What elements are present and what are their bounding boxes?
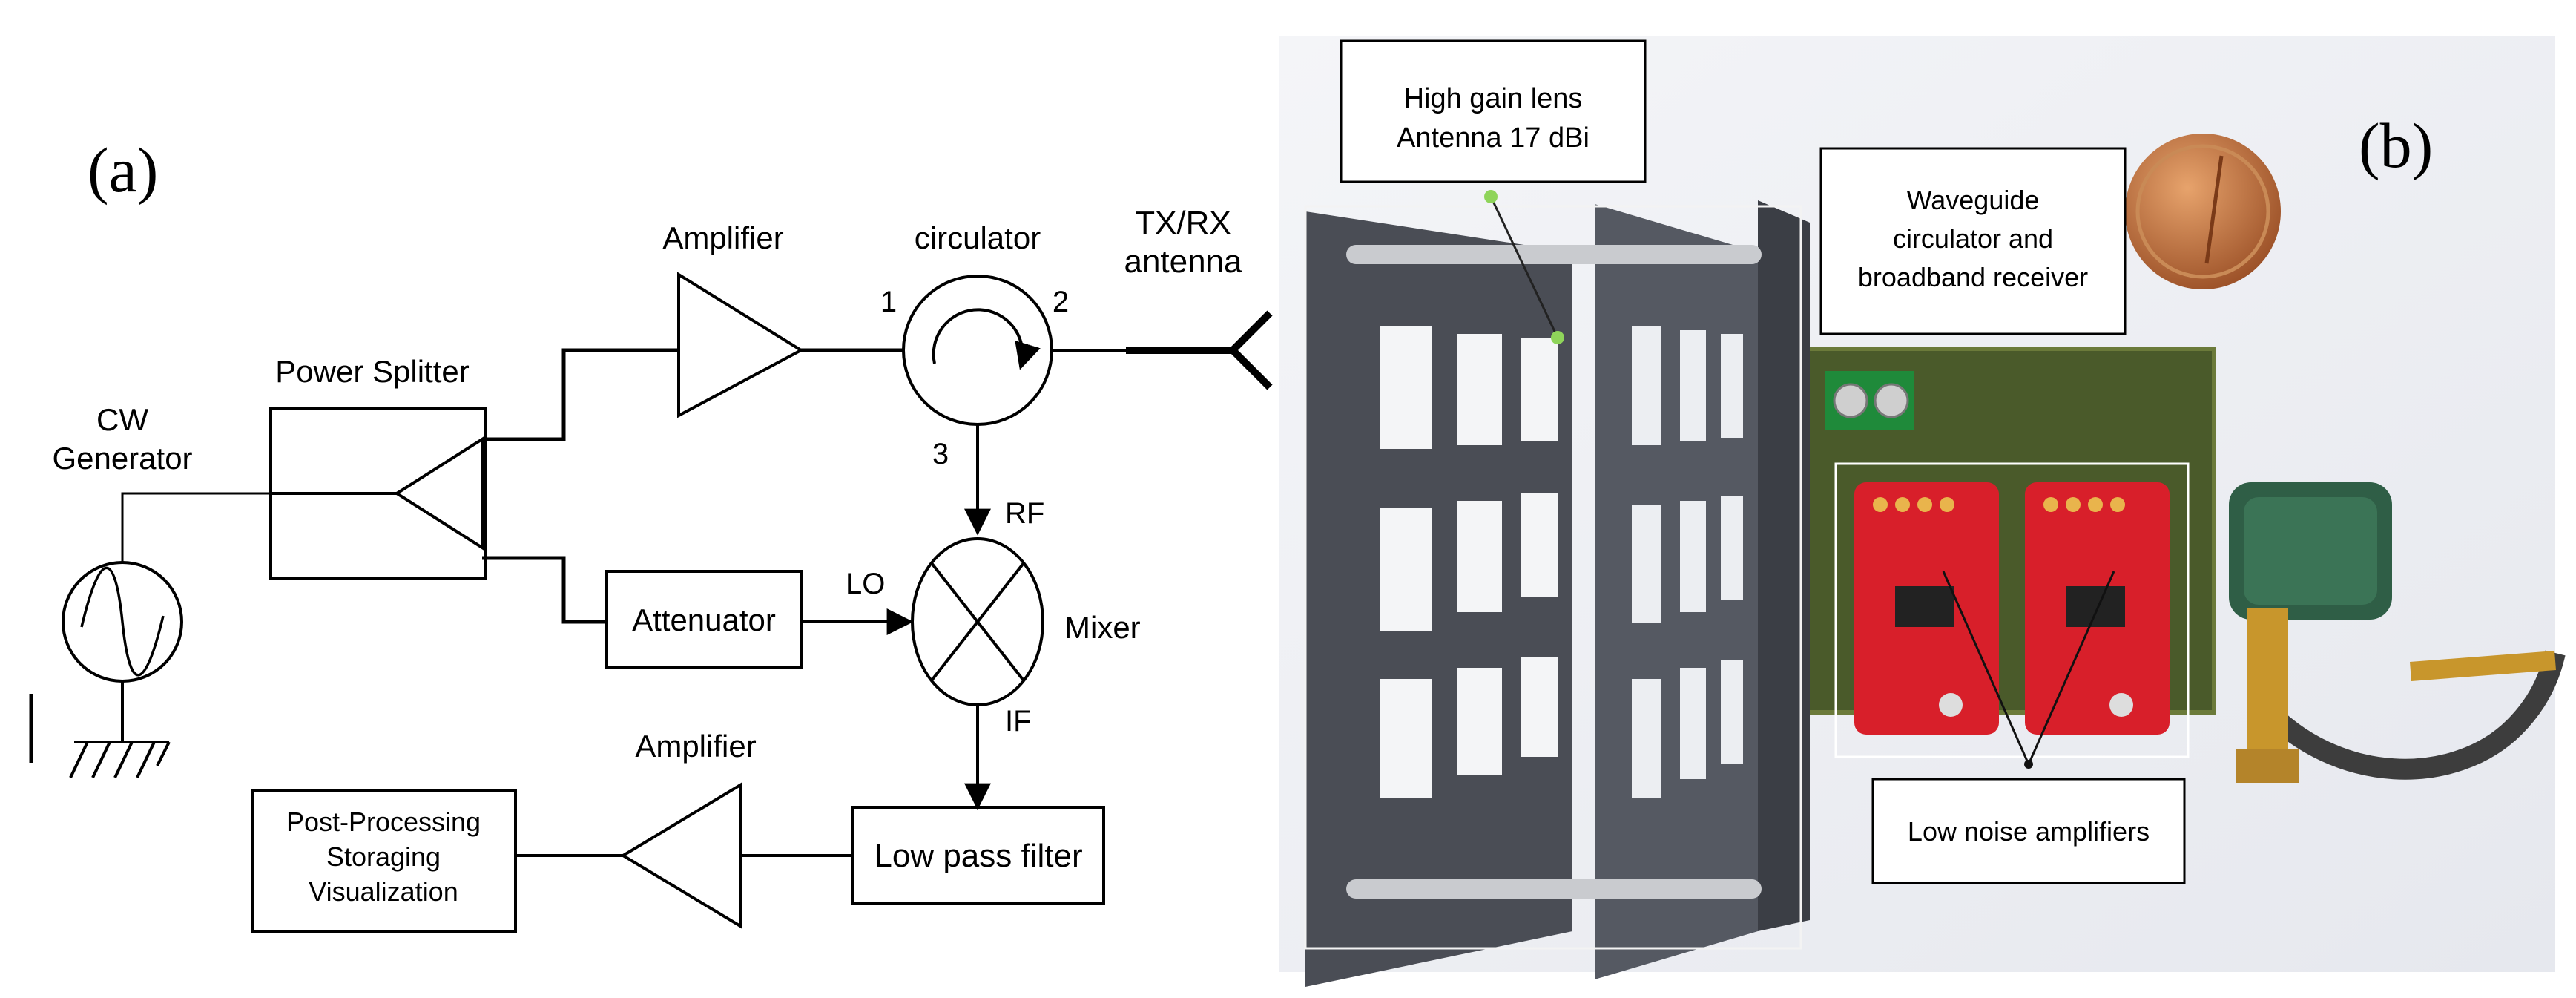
lo-label: LO [846, 568, 885, 600]
callout-waveguide-line3: broadband receiver [1858, 262, 2088, 292]
circulator-port3: 3 [932, 438, 949, 470]
circulator-symbol [902, 275, 1053, 426]
rf-label: RF [1005, 497, 1044, 530]
coax-connector [2410, 651, 2556, 681]
callout-lna-text: Low noise amplifiers [1908, 816, 2150, 847]
coax-cable [2254, 650, 2566, 780]
antenna-label-line1: TX/RX [1135, 205, 1231, 241]
panel-a-label: (a) [88, 134, 158, 206]
callout-lens-line1: High gain lens [1404, 83, 1583, 114]
amplifier-bottom-symbol [620, 782, 742, 929]
circulator-label: circulator [915, 220, 1041, 255]
circulator-port1: 1 [880, 286, 897, 318]
post-processing-line2: Storaging [326, 841, 441, 872]
cw-generator-label-line2: Generator [52, 441, 192, 476]
lens-antenna [1305, 200, 1810, 987]
waveguide-circulator [2229, 482, 2392, 783]
amplifier-bottom-label: Amplifier [635, 729, 756, 764]
low-pass-filter-label: Low pass filter [874, 838, 1082, 874]
callout-waveguide: Waveguide circulator and broadband recei… [1819, 147, 2127, 335]
antenna-icon [1126, 310, 1273, 390]
lens-windows-back [1632, 326, 1743, 798]
callout-waveguide-line1: Waveguide [1907, 185, 2040, 215]
lna-highlight-box [1834, 462, 2190, 758]
wire-splitter-to-amplifier [482, 348, 679, 441]
power-splitter-symbol [271, 436, 484, 551]
callout-lens-line2: Antenna 17 dBi [1397, 122, 1590, 154]
panel-a-block-diagram: (a) CW Generator Power Splitter [29, 134, 1273, 933]
amplifier-top-label: Amplifier [662, 220, 783, 255]
circulator-port2: 2 [1053, 286, 1069, 318]
coin-icon [2125, 134, 2281, 289]
power-splitter-label: Power Splitter [275, 354, 469, 389]
lna-board-1 [1854, 482, 1999, 735]
attenuator-label: Attenuator [632, 603, 776, 637]
ground-icon [69, 681, 171, 778]
amplifier-top-symbol [677, 272, 805, 418]
attenuator-box [605, 570, 803, 669]
callout-lens: High gain lens Antenna 17 dBi [1340, 39, 1647, 344]
callout-lna: Low noise amplifiers [1871, 571, 2186, 884]
post-processing-box [251, 789, 517, 933]
mixer-symbol [911, 537, 1044, 706]
cw-generator-label-line1: CW [96, 402, 148, 437]
wire-generator-to-splitter [121, 492, 271, 562]
lens-windows-front [1380, 326, 1558, 798]
panel-b-photo: (b) High gain lens Antenna 17 dBi Wavegu… [1279, 36, 2566, 987]
wire-splitter-to-attenuator [482, 556, 607, 624]
post-processing-line1: Post-Processing [286, 807, 481, 837]
callout-waveguide-line2: circulator and [1893, 223, 2053, 254]
cw-generator-symbol [62, 561, 183, 683]
if-label: IF [1005, 705, 1032, 738]
mixer-label: Mixer [1064, 610, 1141, 645]
post-processing-line3: Visualization [309, 876, 458, 907]
panel-b-label: (b) [2359, 110, 2433, 181]
antenna-label-line2: antenna [1124, 243, 1242, 280]
lens-highlight-box [1304, 205, 1802, 950]
